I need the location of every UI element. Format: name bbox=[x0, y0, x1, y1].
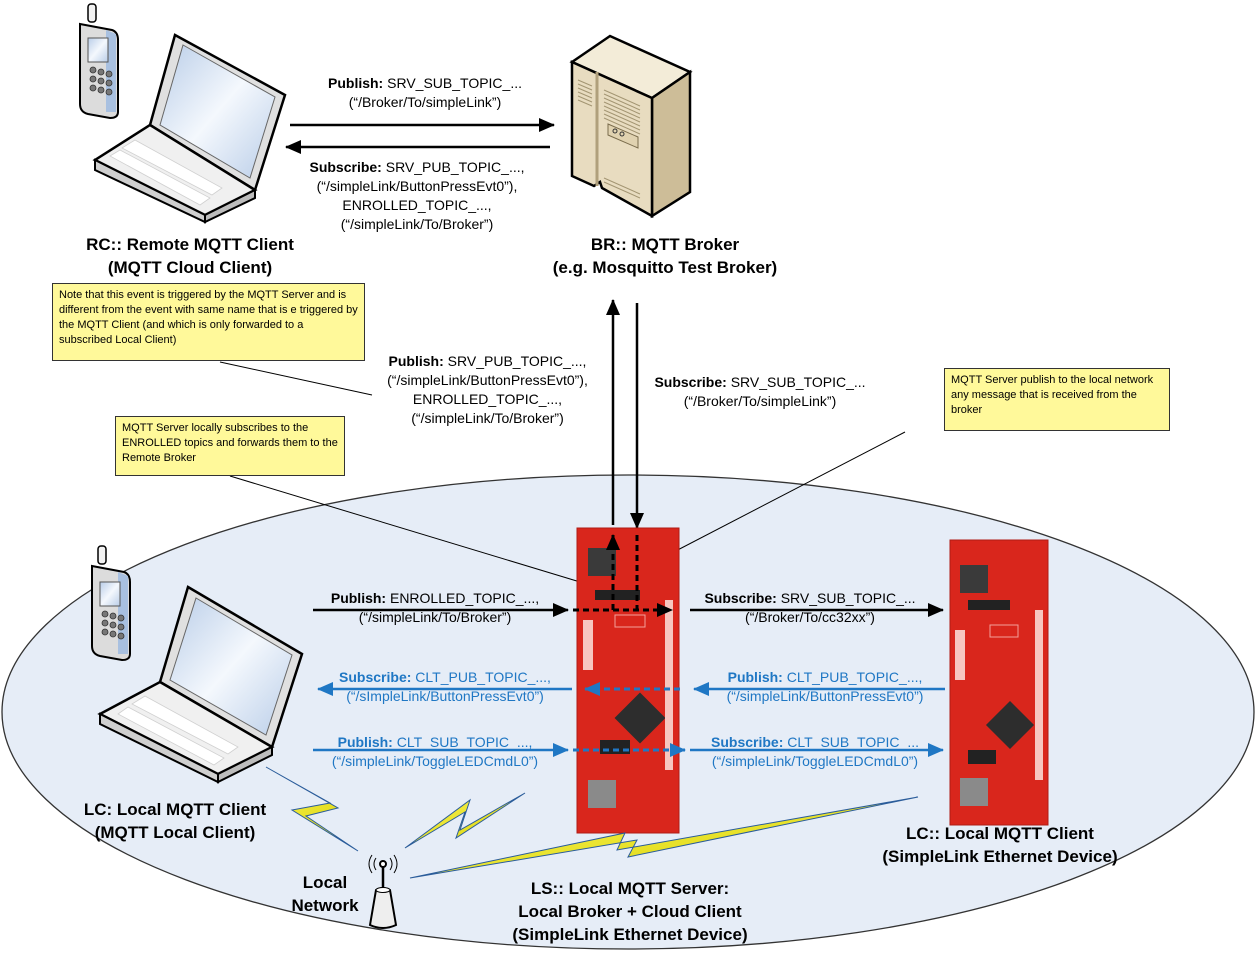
label-ls-to-lc-subscribe: Subscribe: CLT_PUB_TOPIC_..., (“/sImpleL… bbox=[310, 668, 580, 706]
topic-path: (“/simpleLink/To/Broker”) bbox=[358, 609, 512, 625]
topic-path: (“/simpleLink/ButtonPressEvt0”) bbox=[726, 688, 924, 704]
label-broker-to-rc: Subscribe: SRV_PUB_TOPIC_..., (“/simpleL… bbox=[282, 158, 552, 234]
verb: Publish: bbox=[328, 75, 384, 91]
verb: Publish: bbox=[330, 590, 387, 606]
verb: Subscribe: bbox=[339, 669, 412, 685]
verb: Subscribe: bbox=[704, 590, 777, 606]
local-client-laptop-icon bbox=[91, 545, 304, 784]
verb: Publish: bbox=[727, 669, 783, 685]
title-line: (MQTT Local Client) bbox=[94, 823, 256, 842]
note-enrolled-subscribe: MQTT Server locally subscribes to the EN… bbox=[115, 416, 345, 476]
title-line: Network bbox=[291, 896, 359, 915]
internal-routing-lines bbox=[573, 534, 673, 617]
remote-client-laptop-icon bbox=[79, 3, 287, 224]
title-local-network: Local Network bbox=[290, 871, 360, 917]
topic-path: (“/simpleLink/ButtonPressEvt0”), bbox=[387, 372, 588, 388]
topic-path: (“/simpleLink/ToggleLEDCmdL0”) bbox=[331, 753, 539, 769]
internal-blue-routing bbox=[573, 682, 686, 757]
title-line: (SimpleLink Ethernet Device) bbox=[882, 847, 1118, 866]
topic: CLT_SUB_TOPIC_... bbox=[787, 734, 919, 750]
label-ls-to-device-subscribe2: Subscribe: CLT_SUB_TOPIC_... (“/simpleLi… bbox=[680, 733, 950, 771]
topic: CLT_SUB_TOPIC_..., bbox=[396, 734, 533, 750]
topic: CLT_PUB_TOPIC_..., bbox=[786, 669, 923, 685]
mqtt-broker-server-icon bbox=[569, 34, 693, 219]
topic: ENROLLED_TOPIC_..., bbox=[389, 590, 540, 606]
topic: SRV_PUB_TOPIC_..., bbox=[385, 159, 525, 175]
verb: Subscribe: bbox=[654, 374, 727, 390]
local-server-board-icon bbox=[576, 527, 680, 834]
topic: ENROLLED_TOPIC_..., bbox=[412, 391, 563, 407]
phone-icon bbox=[91, 545, 131, 662]
topic: SRV_SUB_TOPIC_... bbox=[387, 75, 522, 91]
local-client-device-board-icon bbox=[949, 539, 1049, 826]
topic-path: (“/sImpleLink/ButtonPressEvt0”) bbox=[346, 688, 544, 704]
topic: SRV_PUB_TOPIC_..., bbox=[447, 353, 587, 369]
title-line: LC: Local MQTT Client bbox=[83, 800, 267, 819]
title-line: (MQTT Cloud Client) bbox=[107, 258, 273, 277]
verb: Subscribe: bbox=[711, 734, 784, 750]
label-broker-to-ls: Subscribe: SRV_SUB_TOPIC_... (“/Broker/T… bbox=[640, 373, 880, 411]
title-remote-client: RC:: Remote MQTT Client (MQTT Cloud Clie… bbox=[40, 233, 340, 279]
local-network-router-icon bbox=[368, 854, 398, 929]
note-connector-publish bbox=[667, 431, 906, 556]
note-server-publish-local: MQTT Server publish to the local network… bbox=[944, 368, 1170, 431]
topic-path: (“/Broker/To/simpleLink”) bbox=[683, 393, 837, 409]
topic-path: (“/simpleLink/To/Broker”) bbox=[340, 216, 494, 232]
lightning-bolt-ls-board bbox=[404, 792, 526, 849]
phone-icon bbox=[79, 3, 119, 120]
title-line: (e.g. Mosquitto Test Broker) bbox=[552, 258, 778, 277]
note-connector-enrolled bbox=[229, 475, 591, 586]
title-line: LC:: Local MQTT Client bbox=[906, 824, 1094, 843]
topic: SRV_SUB_TOPIC_... bbox=[730, 374, 866, 390]
title-line: Local bbox=[302, 873, 348, 892]
topic-path: (“/Broker/To/cc32xx”) bbox=[745, 609, 875, 625]
lightning-bolt-laptop bbox=[265, 766, 359, 852]
title-local-server: LS:: Local MQTT Server: Local Broker + C… bbox=[480, 877, 780, 946]
title-line: (SimpleLink Ethernet Device) bbox=[512, 925, 748, 944]
note-connector-event bbox=[219, 361, 373, 396]
title-line: Local Broker + Cloud Client bbox=[518, 902, 742, 921]
title-local-client-device: LC:: Local MQTT Client (SimpleLink Ether… bbox=[855, 822, 1145, 868]
title-line: RC:: Remote MQTT Client bbox=[86, 235, 294, 254]
verb: Subscribe: bbox=[309, 159, 382, 175]
verb: Publish: bbox=[388, 353, 444, 369]
topic-path: (“/simpleLink/ToggleLEDCmdL0”) bbox=[711, 753, 919, 769]
topic: ENROLLED_TOPIC_..., bbox=[342, 197, 492, 213]
label-device-to-ls-publish: Publish: CLT_PUB_TOPIC_..., (“/simpleLin… bbox=[690, 668, 960, 706]
title-broker: BR:: MQTT Broker (e.g. Mosquitto Test Br… bbox=[500, 233, 830, 279]
topic: SRV_SUB_TOPIC_... bbox=[780, 590, 916, 606]
title-local-client-pc: LC: Local MQTT Client (MQTT Local Client… bbox=[60, 798, 290, 844]
topic: CLT_PUB_TOPIC_..., bbox=[415, 669, 551, 685]
title-line: LS:: Local MQTT Server: bbox=[530, 879, 730, 898]
label-ls-to-device-subscribe: Subscribe: SRV_SUB_TOPIC_... (“/Broker/T… bbox=[680, 589, 940, 627]
lightning-bolt-device bbox=[409, 796, 919, 879]
note-event-triggered-by-server: Note that this event is triggered by the… bbox=[52, 283, 365, 361]
label-rc-to-broker: Publish: SRV_SUB_TOPIC_... (“/Broker/To/… bbox=[300, 74, 550, 112]
label-ls-to-broker: Publish: SRV_PUB_TOPIC_..., (“/simpleLin… bbox=[360, 352, 615, 428]
topic-path: (“/simpleLink/To/Broker”) bbox=[411, 410, 564, 426]
title-line: BR:: MQTT Broker bbox=[590, 235, 740, 254]
topic-path: (“/simpleLink/ButtonPressEvt0”), bbox=[316, 178, 518, 194]
label-lc-to-ls-publish: Publish: CLT_SUB_TOPIC_..., (“/simpleLin… bbox=[300, 733, 570, 771]
verb: Publish: bbox=[337, 734, 393, 750]
label-lc-to-ls-enrolled: Publish: ENROLLED_TOPIC_..., (“/simpleLi… bbox=[300, 589, 570, 627]
topic-path: (“/Broker/To/simpleLink”) bbox=[348, 94, 502, 110]
